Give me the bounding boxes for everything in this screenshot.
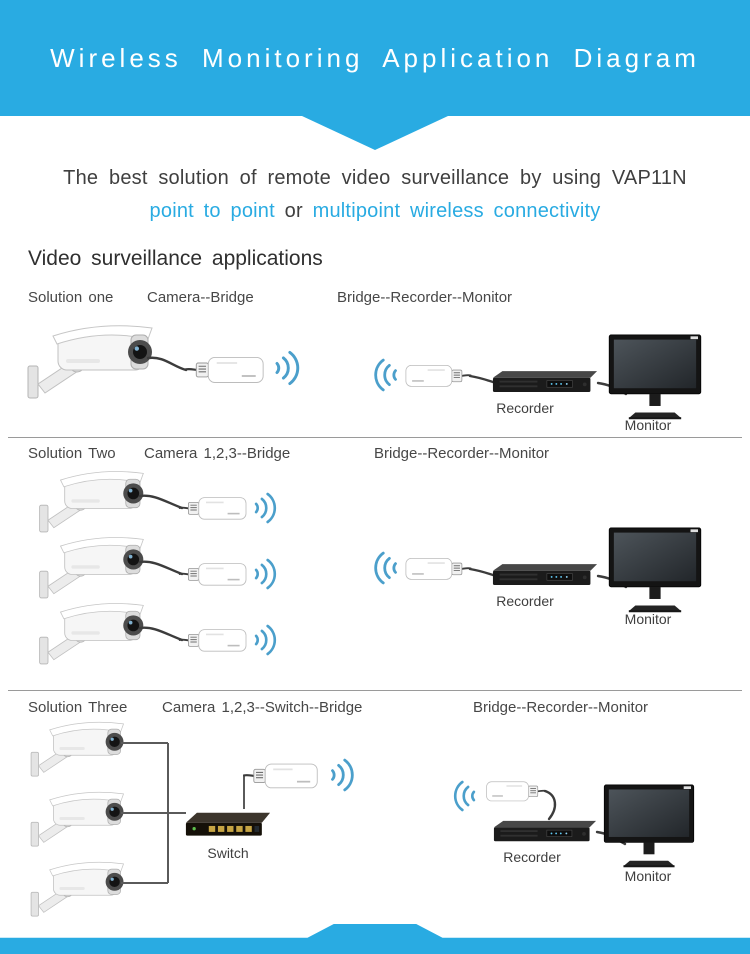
header-banner: Wireless Monitoring Application Diagram: [0, 0, 750, 116]
camera-icon: [39, 603, 144, 665]
bridge-icon: [242, 762, 319, 789]
solution1-right-label: Bridge--Recorder--Monitor: [337, 289, 513, 306]
recorder-label: Recorder: [496, 400, 554, 416]
camera-icon: [39, 471, 144, 533]
monitor-icon: [608, 527, 702, 613]
wifi-waves-icon: [453, 780, 476, 812]
solution1-name: Solution one: [28, 289, 114, 306]
wifi-waves-icon: [374, 358, 397, 392]
camera-bridge-row: [39, 603, 277, 665]
switch-label: Switch: [207, 845, 249, 861]
recorder-icon: [492, 563, 598, 586]
monitor-label: Monitor: [624, 611, 672, 627]
solution1-left-label: Camera--Bridge: [147, 289, 254, 306]
solution2-right-label: Bridge--Recorder--Monitor: [374, 445, 550, 462]
divider: [8, 690, 742, 691]
recorder-icon: [492, 370, 598, 393]
camera-icon: [30, 861, 124, 917]
wifi-waves-icon: [331, 758, 354, 792]
camera-icon: [30, 791, 124, 847]
wifi-waves-icon: [254, 492, 277, 524]
solution1-bridge-recorder-monitor-scene: [374, 334, 702, 420]
recorder-icon: [493, 820, 597, 842]
bridge-icon: [178, 496, 247, 521]
monitor-label: Monitor: [624, 868, 672, 884]
solution3-cameras-switch-bridge-scene: [30, 721, 354, 917]
cable: [138, 560, 184, 576]
intro-highlight-1: point to point: [149, 200, 275, 222]
monitor-icon: [603, 784, 695, 868]
wifi-waves-icon: [254, 558, 277, 590]
bridge-icon: [404, 557, 472, 581]
wifi-waves-icon: [254, 624, 277, 656]
intro-highlight-2: multipoint wireless connectivity: [312, 200, 601, 222]
solution3-right-label: Bridge--Recorder--Monitor: [473, 699, 649, 716]
cable: [146, 356, 188, 372]
intro-line1: The best solution of remote video survei…: [63, 167, 687, 189]
intro-conjunction: or: [284, 200, 303, 222]
cable: [138, 626, 184, 642]
monitor-label: Monitor: [624, 417, 672, 433]
solution2-left-label: Camera 1,2,3--Bridge: [144, 445, 291, 462]
recorder-label: Recorder: [496, 593, 554, 609]
cable: [468, 567, 498, 578]
cable: [138, 494, 184, 510]
solution2-name: Solution Two: [28, 445, 116, 462]
monitor-icon: [608, 334, 702, 420]
bridge-icon: [184, 356, 265, 384]
intro-line2: point to point or multipoint wireless co…: [0, 200, 750, 223]
bridge-icon: [485, 780, 547, 802]
solution3-bridge-recorder-monitor-scene: [453, 780, 695, 868]
network-wire: [121, 742, 186, 884]
bridge-icon: [178, 628, 247, 653]
wifi-waves-icon: [374, 551, 397, 585]
solution3-name: Solution Three: [28, 699, 128, 716]
camera-bridge-row: [39, 537, 277, 599]
switch-icon: [185, 812, 271, 836]
solution2-cameras-bridges-scene: [39, 471, 277, 665]
solution1-camera-bridge-scene: [27, 325, 300, 399]
camera-icon: [30, 721, 124, 777]
banner-notch: [302, 116, 448, 150]
cable: [468, 374, 498, 385]
solution3-left-label: Camera 1,2,3--Switch--Bridge: [162, 699, 363, 716]
recorder-label: Recorder: [503, 849, 561, 865]
divider: [8, 437, 742, 438]
page-title: Wireless Monitoring Application Diagram: [50, 43, 700, 73]
wifi-waves-icon: [275, 350, 300, 386]
bridge-icon: [404, 364, 472, 388]
camera-icon: [39, 537, 144, 599]
cable: [543, 789, 557, 821]
solution2-bridge-recorder-monitor-scene: [374, 527, 702, 613]
bridge-icon: [178, 562, 247, 587]
camera-bridge-row: [39, 471, 277, 533]
section-title: Video surveillance applications: [28, 247, 323, 270]
camera-icon: [27, 325, 153, 399]
